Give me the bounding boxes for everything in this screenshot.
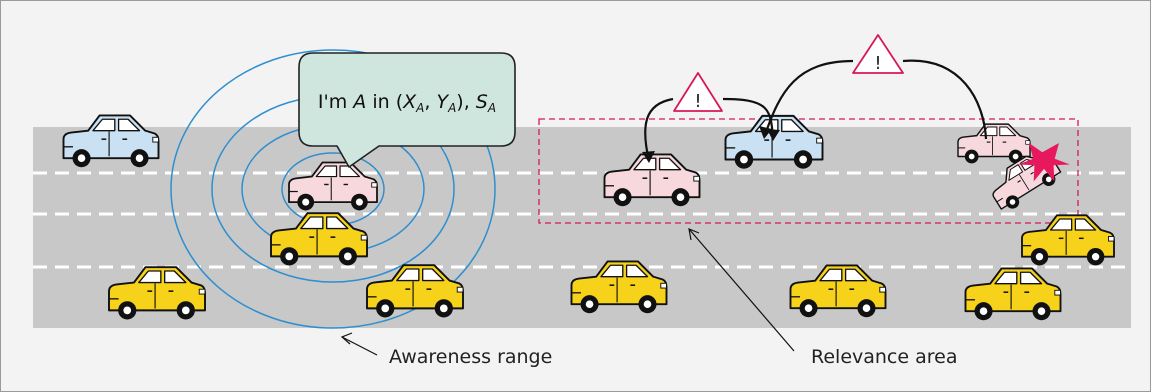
warning-arrow [644,97,674,162]
relevance-area-box [538,118,1079,224]
speech-bubble [298,52,516,168]
speech-bubble-text: I'm A in (XA, YA), SA [317,91,497,115]
collision-star-icon [1018,143,1070,182]
warning-arrow [902,59,988,140]
awareness-leader-line [341,336,378,356]
arrowhead [688,228,700,241]
relevance-area-label: Relevance area [811,346,958,368]
warning-symbol: ! [874,53,881,74]
warning-triangle-icon [852,34,904,74]
relevance-leader-line [688,228,795,352]
warning-arrow [763,59,854,136]
range-ring [170,49,496,329]
warning-symbol: ! [694,91,701,112]
arrowhead [759,126,772,139]
awareness-range-label: Awareness range [389,346,553,368]
arrowhead [642,151,655,163]
warning-triangle-icon [673,72,723,112]
arrowhead [340,332,353,345]
arrowhead [767,129,780,141]
